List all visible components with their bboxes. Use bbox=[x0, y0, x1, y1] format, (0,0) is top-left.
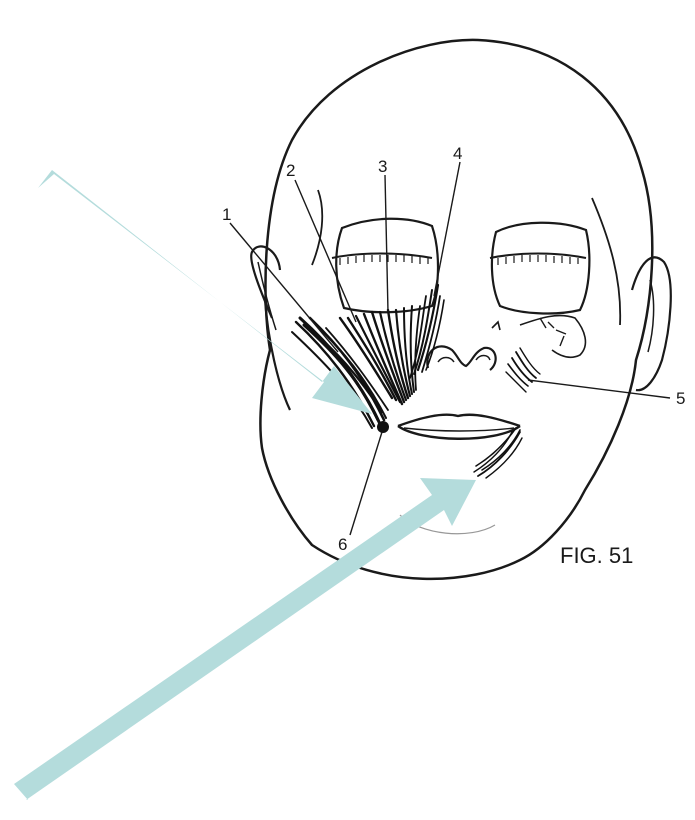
right-eyelashes bbox=[498, 255, 578, 265]
nose-tick bbox=[492, 322, 500, 330]
nostril-left bbox=[438, 358, 454, 363]
right-temple-line bbox=[592, 198, 620, 325]
figure-caption: FIG. 51 bbox=[560, 543, 633, 568]
left-eyelid bbox=[332, 254, 432, 259]
label-5: 5 bbox=[676, 389, 685, 408]
nose bbox=[427, 346, 495, 370]
mouth-lower-lip bbox=[398, 426, 520, 439]
mouth-line bbox=[404, 428, 514, 431]
right-eye-socket bbox=[492, 223, 589, 314]
right-zygomatic bbox=[540, 318, 566, 346]
label-6: 6 bbox=[338, 535, 347, 554]
label-1: 1 bbox=[222, 205, 231, 224]
label-2: 2 bbox=[286, 161, 295, 180]
nostril-right bbox=[476, 356, 490, 361]
right-cheekbone bbox=[520, 316, 585, 358]
modiolus-dot bbox=[377, 421, 389, 433]
mouth-upper-lip bbox=[398, 415, 520, 426]
label-4: 4 bbox=[453, 144, 462, 163]
arrow-icon bbox=[14, 170, 476, 800]
lower-arrow-icon bbox=[14, 478, 476, 800]
left-eyelashes bbox=[340, 255, 428, 265]
left-temple-line bbox=[312, 190, 322, 265]
label-3: 3 bbox=[378, 157, 387, 176]
